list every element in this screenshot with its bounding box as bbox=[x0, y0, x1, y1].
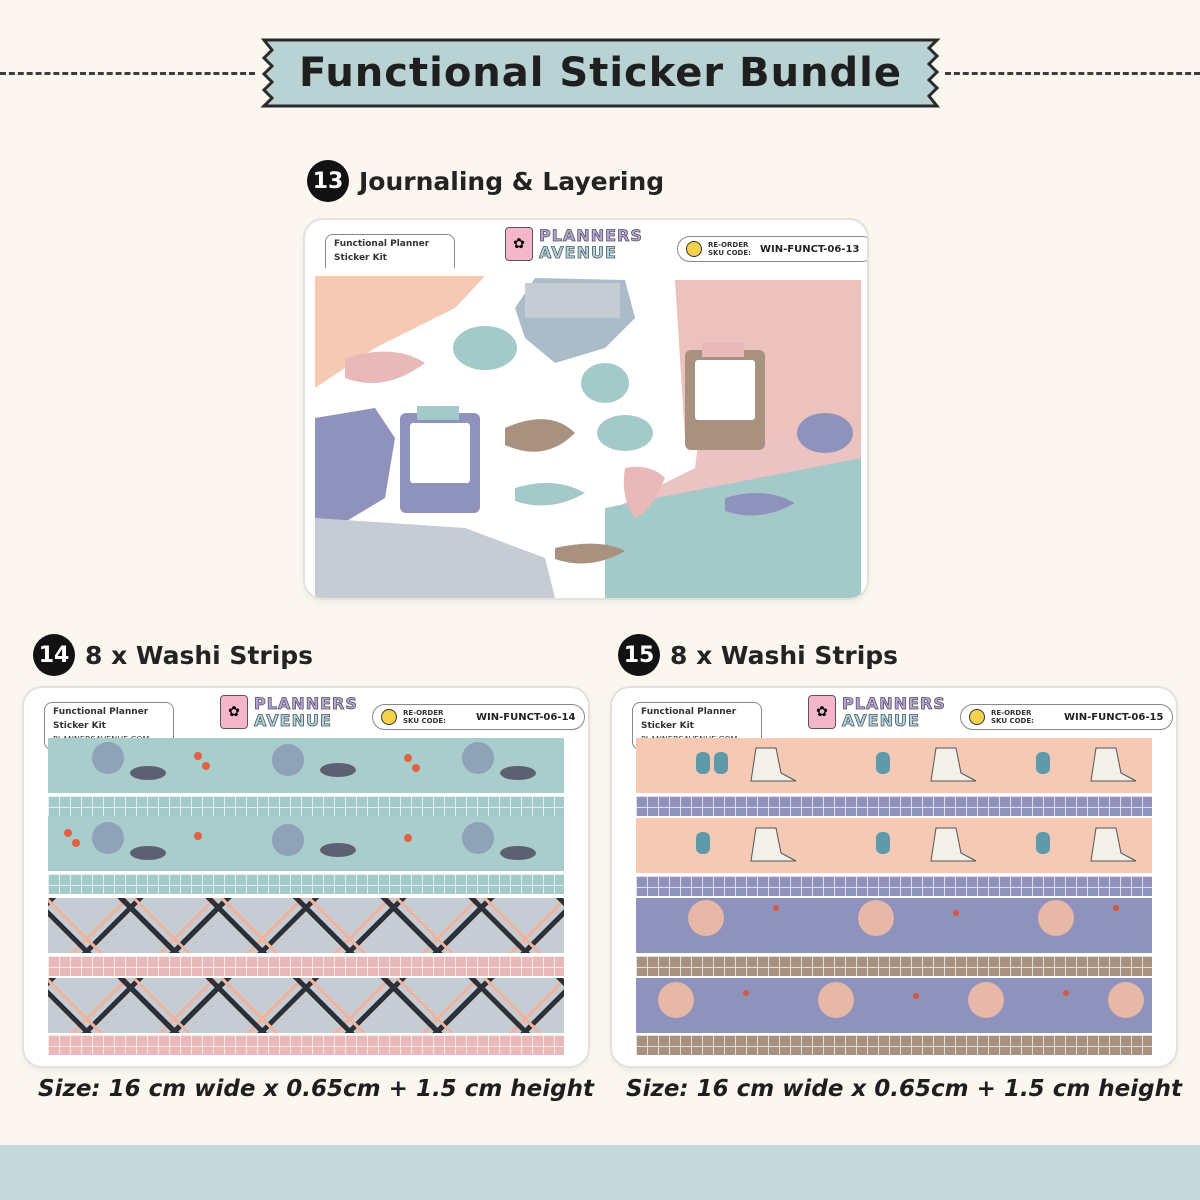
sticker-sheet-15: Functional Planner Sticker Kit PLANNERSA… bbox=[612, 688, 1176, 1066]
journaling-stickers-art bbox=[305, 268, 867, 598]
size-caption-15: Size: 16 cm wide x 0.65cm + 1.5 cm heigh… bbox=[626, 1076, 1182, 1102]
sku-code: WIN-FUNCT-06-13 bbox=[760, 244, 860, 255]
sku-code: WIN-FUNCT-06-15 bbox=[1064, 712, 1164, 723]
washi-strip-grid bbox=[48, 1035, 564, 1055]
floral-pattern-overlay bbox=[64, 742, 536, 860]
planner-book-icon: ✿ bbox=[808, 695, 836, 729]
section-title-text: 8 x Washi Strips bbox=[85, 640, 314, 670]
washi-tape-shape bbox=[260, 38, 941, 108]
washi-strip-grid bbox=[636, 876, 1152, 896]
section-13-title: 13 Journaling & Layering bbox=[307, 160, 664, 202]
page-title: Functional Sticker Bundle bbox=[299, 50, 902, 96]
sheet-header: Functional Planner Sticker Kit PLANNERSA… bbox=[24, 688, 588, 750]
washi-strip-floral bbox=[636, 978, 1152, 1033]
bee-icon bbox=[686, 241, 702, 257]
washi-strip-grid bbox=[48, 796, 564, 816]
dashed-line-left bbox=[0, 72, 255, 75]
skates-pattern-overlay bbox=[658, 747, 1144, 1018]
section-number-badge: 15 bbox=[618, 634, 660, 676]
footer-band bbox=[0, 1145, 1200, 1200]
sheet-header: Functional Planner Sticker Kit PLANNERSA… bbox=[305, 220, 867, 282]
title-banner: Functional Sticker Bundle bbox=[258, 36, 943, 110]
section-14-title: 14 8 x Washi Strips bbox=[33, 634, 313, 676]
section-number-badge: 14 bbox=[33, 634, 75, 676]
washi-strip-grid bbox=[636, 1035, 1152, 1055]
planner-book-icon: ✿ bbox=[220, 695, 248, 729]
section-number-badge: 13 bbox=[307, 160, 349, 202]
sku-code: WIN-FUNCT-06-14 bbox=[476, 712, 576, 723]
section-15-title: 15 8 x Washi Strips bbox=[618, 634, 898, 676]
sheet-header: Functional Planner Sticker Kit PLANNERSA… bbox=[612, 688, 1176, 750]
bee-icon bbox=[969, 709, 985, 725]
washi-strip-grid bbox=[48, 956, 564, 976]
dashed-line-right bbox=[945, 72, 1200, 75]
section-title-text: 8 x Washi Strips bbox=[670, 640, 899, 670]
sticker-sheet-14: Functional Planner Sticker Kit PLANNERSA… bbox=[24, 688, 588, 1066]
washi-strip-plaid bbox=[48, 898, 564, 953]
section-title-text: Journaling & Layering bbox=[359, 166, 665, 196]
washi-strip-grid bbox=[636, 796, 1152, 816]
planner-book-icon: ✿ bbox=[505, 227, 533, 261]
sticker-sheet-13: Functional Planner Sticker Kit PLANNERSA… bbox=[305, 220, 867, 598]
washi-strip-plaid bbox=[48, 978, 564, 1033]
size-caption-14: Size: 16 cm wide x 0.65cm + 1.5 cm heigh… bbox=[38, 1076, 594, 1102]
washi-strip-grid bbox=[636, 956, 1152, 976]
washi-strip-skates bbox=[636, 818, 1152, 873]
bee-icon bbox=[381, 709, 397, 725]
washi-strip-grid bbox=[48, 874, 564, 894]
